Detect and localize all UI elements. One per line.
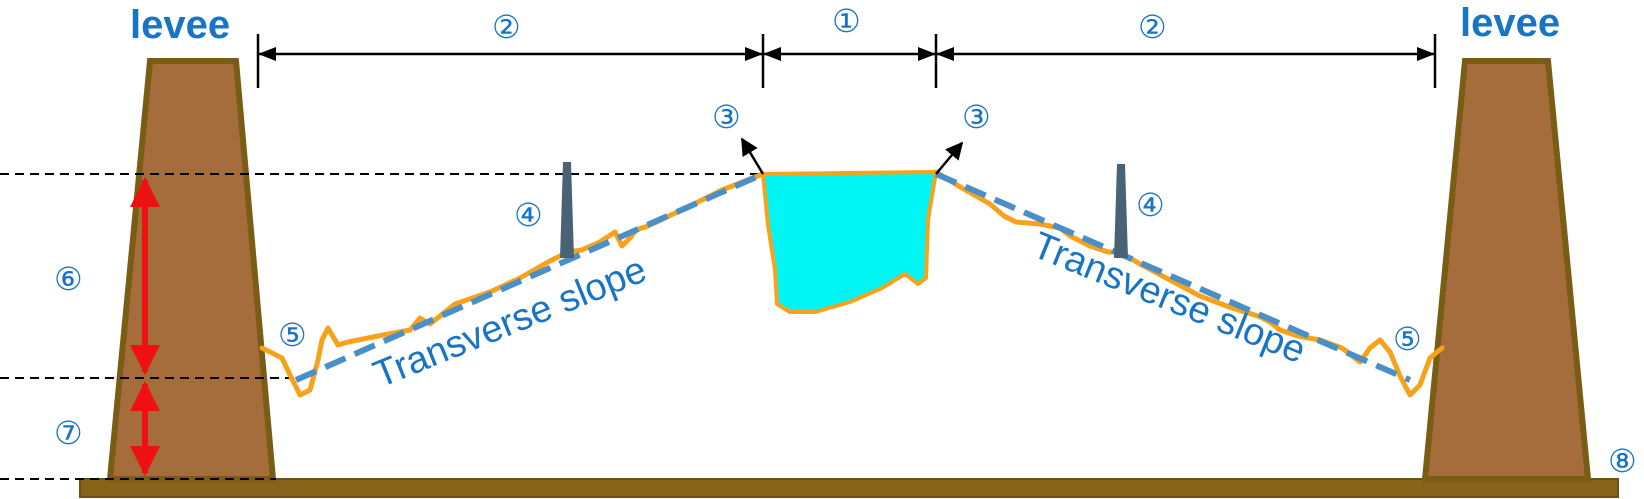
- marker-2-right: ②: [1138, 8, 1167, 46]
- dim-arrow-1-right: [745, 47, 763, 61]
- marker-6: ⑥: [54, 260, 83, 298]
- slope-line-left: [294, 171, 765, 383]
- bank-arrow-left: [740, 137, 765, 175]
- dim-arrow-3-right: [1417, 47, 1435, 61]
- water-channel: [761, 170, 938, 314]
- marker-3-right: ③: [962, 98, 991, 136]
- marker-5-right: ⑤: [1393, 320, 1422, 358]
- terrain-right: [933, 169, 1445, 398]
- post-right: [1114, 164, 1128, 258]
- dim-arrow-2-left: [763, 47, 781, 61]
- marker-4-left: ④: [514, 196, 543, 234]
- marker-3-left: ③: [712, 98, 741, 136]
- slope-line-right: [934, 171, 1412, 383]
- marker-7: ⑦: [54, 414, 83, 452]
- marker-1: ①: [832, 2, 861, 40]
- dim-arrow-2-right: [918, 47, 936, 61]
- dim-arrow-3-left: [936, 47, 954, 61]
- marker-8: ⑧: [1608, 442, 1637, 480]
- slope-left-label: Transverse slope: [368, 249, 653, 397]
- ground-base: [79, 478, 1619, 498]
- marker-4-right: ④: [1136, 186, 1165, 224]
- marker-5-left: ⑤: [278, 316, 307, 354]
- levee-right-label: levee: [1460, 1, 1560, 45]
- post-left: [560, 162, 574, 258]
- levee-left-label: levee: [130, 3, 230, 47]
- bank-arrow-right: [935, 141, 964, 175]
- marker-2-left: ②: [492, 8, 521, 46]
- levee-left-body: [106, 58, 277, 482]
- dim-arrow-1-left: [258, 47, 276, 61]
- levee-right-body: [1421, 58, 1592, 482]
- slope-right-label: Transverse slope: [1027, 224, 1312, 372]
